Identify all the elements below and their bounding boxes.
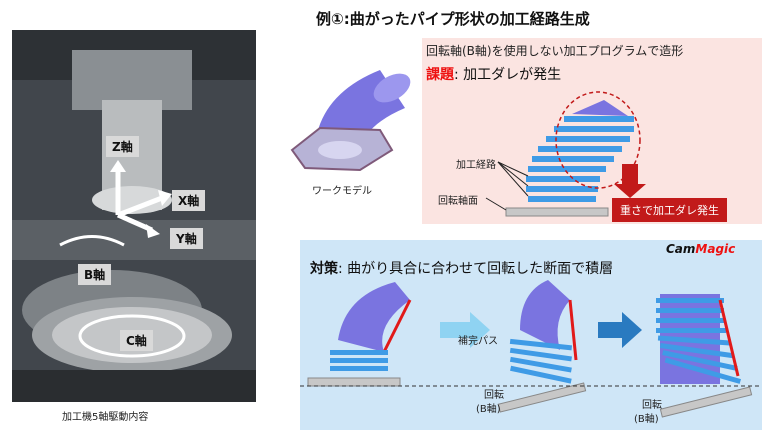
rotation-label-a: 回転 [484,386,504,401]
rotation-label-c: 回転 [642,396,662,411]
rotation-label-d: (B軸) [634,410,659,425]
rotation-label-b: (B軸) [476,400,501,415]
interp-label: 補完パス [458,332,498,347]
